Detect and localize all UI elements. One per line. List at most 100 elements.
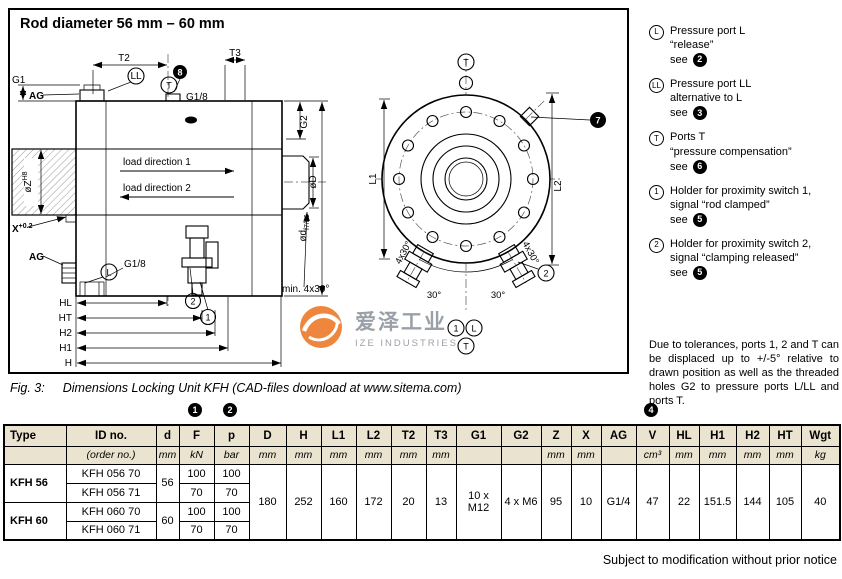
legend-text: alternative to L	[670, 92, 743, 105]
label-od-small: ødf7/h6	[298, 214, 311, 241]
right-view: L1 L2 4x30° 30° 30° 4x30° T 7 2 1 L T	[368, 53, 606, 355]
column-header: D	[248, 424, 287, 447]
column-header: Z	[540, 424, 572, 447]
column-header: Wgt	[800, 424, 841, 447]
unit-cell: mm	[355, 445, 392, 465]
spec-table: Type ID no. d F p D H L1 L2 T2 T3 G1 G2 …	[3, 424, 841, 541]
table-callout-4: 4	[644, 403, 658, 417]
column-header: F	[178, 424, 215, 447]
port-hole	[185, 116, 197, 124]
port-ll-badge: LL	[130, 71, 142, 82]
f-cell: 100	[178, 501, 215, 522]
unit-cell: mm	[570, 445, 602, 465]
watermark-en-text: IZE INDUSTRIES	[355, 337, 458, 349]
label-ht: HT	[59, 313, 72, 324]
unit-cell: mm	[425, 445, 457, 465]
column-header: L1	[320, 424, 357, 447]
switch2-badge: 2	[649, 237, 664, 253]
ize-logo-icon	[300, 306, 342, 348]
legend-text: signal “clamping released”	[670, 252, 799, 265]
ref-badge: 5	[692, 212, 707, 227]
port-l-badge: L	[106, 268, 111, 278]
unit-cell: kg	[800, 445, 841, 465]
callout-8-badge: 8	[177, 68, 182, 78]
unit-cell: mm	[390, 445, 427, 465]
column-header: G1	[455, 424, 502, 447]
unit-cell: mm	[668, 445, 700, 465]
id-cell: KFH 056 70	[65, 463, 157, 484]
legend-item-switch-1: 1 Holder for proximity switch 1, signal …	[649, 184, 839, 227]
p-cell: 70	[213, 482, 250, 503]
label-t2: T2	[118, 53, 130, 64]
ref-badge: 3	[692, 106, 707, 121]
see-label: see	[670, 267, 688, 280]
flange-circles	[381, 94, 551, 264]
load-arrows	[120, 167, 234, 201]
column-header: HL	[668, 424, 700, 447]
see-label: see	[670, 107, 688, 120]
dimension-lines	[18, 56, 328, 367]
unit-cell: mm	[155, 445, 180, 465]
unit-cell	[600, 445, 637, 465]
column-header: T3	[425, 424, 457, 447]
shared-cell: 4 x M6	[500, 463, 542, 541]
clamp-right	[497, 243, 536, 289]
port-fittings	[458, 75, 540, 127]
unit-cell: bar	[213, 445, 250, 465]
shared-cell: 10	[570, 463, 602, 541]
label-angle-right-30: 30°	[491, 290, 506, 301]
switch2-badge: 2	[543, 269, 548, 279]
f-cell: 70	[178, 520, 215, 541]
label-ag-bottom: AG	[29, 252, 44, 263]
shared-cell: 144	[735, 463, 770, 541]
label-l1: L1	[368, 173, 379, 185]
ref-badge: 6	[692, 159, 707, 174]
clamp-left	[396, 243, 435, 289]
column-header: T2	[390, 424, 427, 447]
legend-text: “release”	[670, 39, 714, 52]
column-header: Type	[3, 424, 67, 447]
shared-cell: 172	[355, 463, 392, 541]
figure-caption-text: Dimensions Locking Unit KFH (CAD-files d…	[62, 381, 462, 395]
column-header: p	[213, 424, 250, 447]
watermark: 爱泽工业 IZE INDUSTRIES	[297, 303, 458, 351]
table-row: KFH 56 KFH 056 70 56 100 100 180 252 160…	[3, 463, 841, 541]
table-row: KFH 60 KFH 060 70 60 100 100	[3, 501, 840, 541]
column-header: ID no.	[65, 424, 157, 447]
port-l-badge: L	[649, 25, 664, 40]
shared-cell: 160	[320, 463, 357, 541]
shared-cell: 22	[668, 463, 700, 541]
label-min-chamfer: min. 4x30°	[282, 284, 329, 295]
label-oz: øZH8	[22, 171, 34, 192]
unit-cell: mm	[698, 445, 737, 465]
table-callout-1: 1	[188, 403, 202, 417]
ref-badge: 5	[692, 266, 707, 281]
id-cell: KFH 056 71	[65, 482, 157, 503]
column-header: H2	[735, 424, 770, 447]
column-header: H	[285, 424, 322, 447]
type-cell: KFH 56	[3, 463, 67, 503]
shared-cell: G1/4	[600, 463, 637, 541]
figure-caption-label: Fig. 3:	[10, 381, 45, 395]
port-l-badge: L	[471, 324, 476, 334]
switch1-badge: 1	[649, 184, 664, 200]
unit-cell: mm	[540, 445, 572, 465]
label-l2: L2	[553, 180, 564, 192]
label-angle-left-30: 30°	[427, 290, 442, 301]
label-h: H	[65, 358, 72, 369]
label-ag-top: AG	[29, 91, 44, 102]
id-cell: KFH 060 71	[65, 520, 157, 541]
legend-text: Holder for proximity switch 1,	[670, 184, 812, 197]
technical-drawing: G1 AG T2 T3 G1/8 load direction 1 load d…	[11, 48, 606, 369]
shared-cell: 20	[390, 463, 427, 541]
see-label: see	[670, 54, 688, 67]
switch1-badge: 1	[205, 313, 210, 323]
see-label: see	[670, 160, 688, 173]
shared-cell: 105	[768, 463, 802, 541]
f-cell: 100	[178, 463, 215, 484]
watermark-cn-text: 爱泽工业	[355, 310, 447, 334]
label-hl: HL	[59, 298, 72, 309]
legend-text: Ports T	[670, 131, 706, 144]
